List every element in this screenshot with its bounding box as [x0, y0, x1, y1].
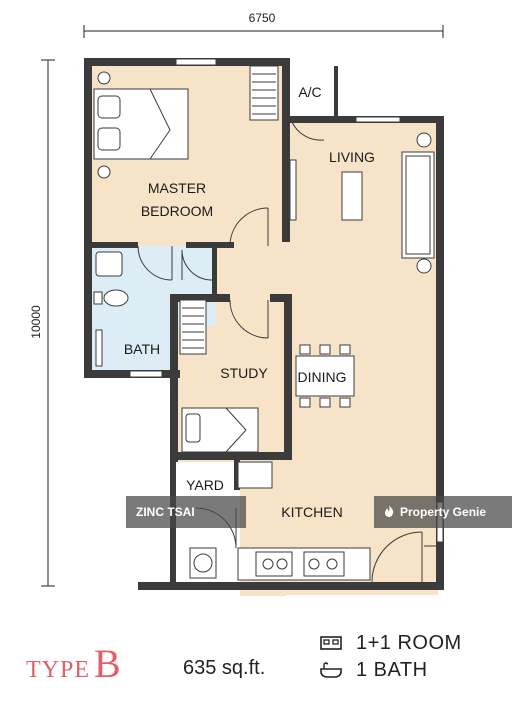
bath-count: 1 BATH	[320, 659, 428, 682]
bathtub-icon	[320, 662, 342, 678]
room-label-master-1: MASTER	[148, 180, 206, 196]
room-label-dining: DINING	[298, 369, 347, 385]
watermark-right: Property Genie	[374, 496, 512, 528]
watermark-left: ZINC TSAI	[126, 496, 246, 528]
unit-type: TYPE B	[26, 640, 121, 687]
room-label-ac: A/C	[298, 84, 321, 100]
height-label: 10000	[29, 305, 43, 339]
dimension-height: 10000	[29, 59, 55, 587]
doors	[137, 121, 436, 583]
room-label-study: STUDY	[220, 365, 268, 381]
bath-count-text: 1 BATH	[356, 659, 428, 681]
room-label-master-2: BEDROOM	[141, 203, 213, 219]
unit-type-word: TYPE	[26, 657, 90, 683]
width-label: 6750	[249, 11, 276, 25]
room-count: 1+1 ROOM	[320, 632, 462, 655]
bed-icon	[320, 636, 342, 650]
room-count-text: 1+1 ROOM	[356, 632, 462, 654]
flame-icon	[385, 505, 394, 517]
room-label-living: LIVING	[329, 149, 375, 165]
unit-type-letter: B	[94, 641, 121, 686]
room-label-kitchen: KITCHEN	[281, 504, 342, 520]
room-labels: A/C LIVING MASTER BEDROOM BATH STUDY DIN…	[124, 84, 375, 520]
unit-area: 635 sq.ft.	[183, 657, 266, 679]
room-label-bath: BATH	[124, 341, 160, 357]
room-label-yard: YARD	[186, 477, 224, 493]
dimension-width: 6750	[83, 11, 444, 38]
furniture	[93, 65, 435, 581]
watermark-left-text: ZINC TSAI	[136, 505, 195, 519]
watermark-right-text: Property Genie	[400, 505, 487, 519]
